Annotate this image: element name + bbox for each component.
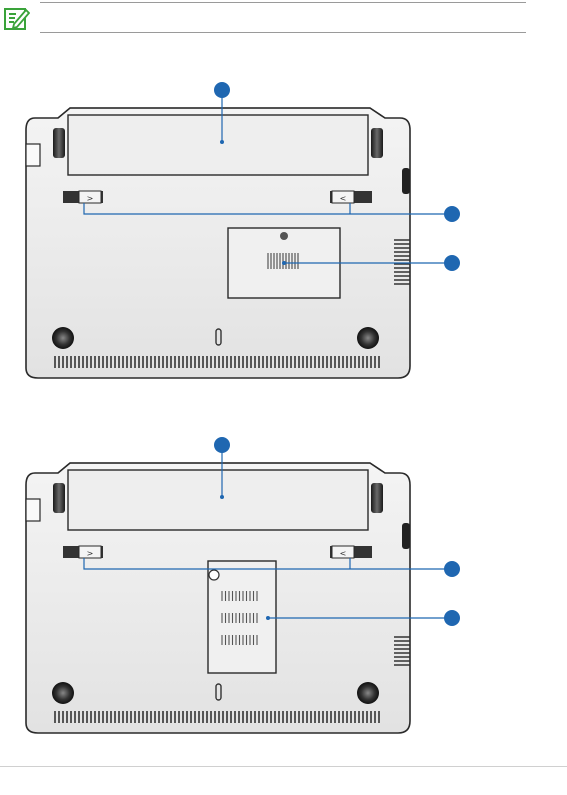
battery-grip-left	[53, 128, 65, 158]
note-top-rule	[40, 2, 526, 3]
bottom-view-diagram-b: > <	[0, 425, 567, 745]
callout-dot-battery	[220, 495, 224, 499]
battery-lock-left: >	[63, 191, 103, 203]
rubber-foot-left	[52, 327, 74, 349]
note-bottom-rule	[40, 32, 526, 33]
note-pencil-icon	[2, 4, 30, 32]
battery-grip-right	[371, 483, 383, 513]
side-port-right	[402, 523, 410, 549]
callout-marker-memory	[444, 610, 460, 626]
memory-compartment-cover	[208, 561, 276, 673]
battery-grip-right	[371, 128, 383, 158]
callout-marker-battery	[214, 82, 230, 98]
bottom-view-diagram-a: > <	[0, 70, 567, 390]
battery-lock-right: <	[330, 191, 372, 203]
battery-pack	[68, 115, 368, 175]
side-port-right	[402, 168, 410, 194]
svg-text:<: <	[340, 194, 347, 203]
rubber-foot-right	[357, 682, 379, 704]
battery-lock-left: >	[63, 546, 103, 558]
callout-dot-memory	[266, 616, 270, 620]
svg-text:>: >	[87, 194, 94, 203]
callout-marker-battery	[214, 437, 230, 453]
side-port-left	[26, 144, 40, 166]
callout-marker-memory	[444, 255, 460, 271]
battery-grip-left	[53, 483, 65, 513]
callout-marker-locks	[444, 206, 460, 222]
svg-text:>: >	[87, 549, 94, 558]
battery-pack	[68, 470, 368, 530]
side-port-left	[26, 499, 40, 521]
battery-lock-right: <	[330, 546, 372, 558]
callout-dot-battery	[220, 140, 224, 144]
svg-text:<: <	[340, 549, 347, 558]
callout-dot-memory	[282, 261, 286, 265]
callout-marker-locks	[444, 561, 460, 577]
rubber-foot-left	[52, 682, 74, 704]
rubber-foot-right	[357, 327, 379, 349]
footer-rule	[0, 766, 567, 767]
